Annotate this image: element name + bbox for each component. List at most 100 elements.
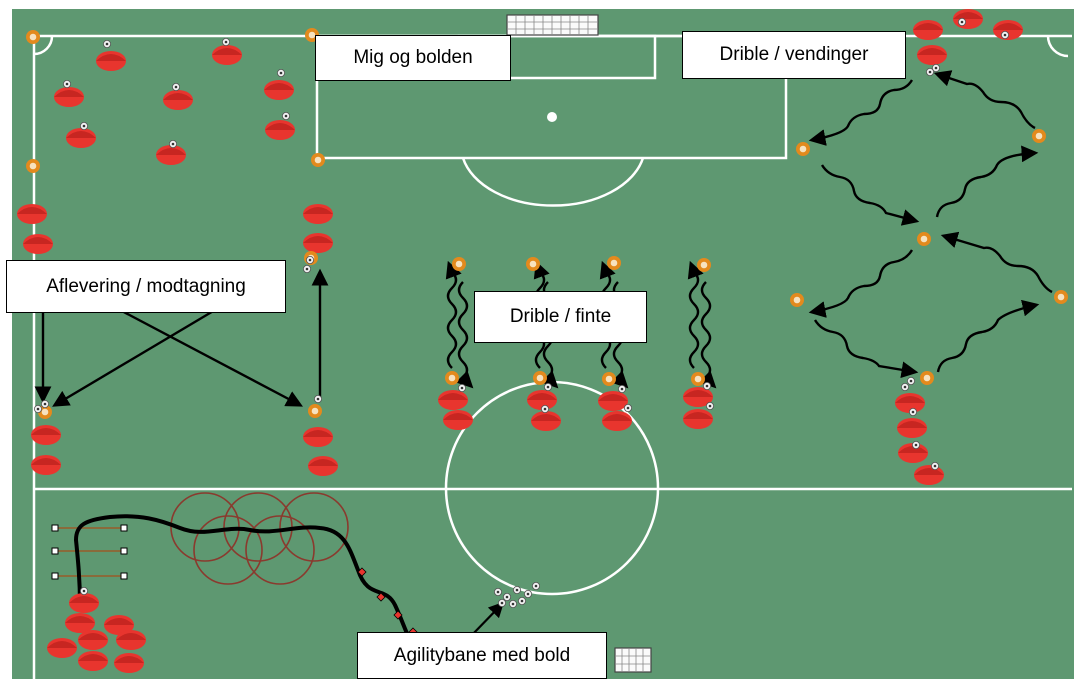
player-icon (443, 410, 473, 430)
player-icon (531, 411, 561, 431)
ball-icon (276, 68, 286, 78)
cone-icon (691, 372, 705, 386)
cone-icon (26, 159, 40, 173)
player-icon (156, 145, 186, 165)
label-drible-finte: Drible / finte (474, 291, 647, 343)
player-icon (438, 390, 468, 410)
ball-icon (512, 585, 522, 595)
ball-icon (33, 404, 43, 414)
cone-icon (311, 153, 325, 167)
ball-icon (221, 37, 231, 47)
ball-icon (900, 382, 910, 392)
cone-icon (533, 371, 547, 385)
label-mig-og-bolden: Mig og bolden (315, 35, 511, 81)
ball-icon (102, 39, 112, 49)
player-icon (78, 630, 108, 650)
ball-icon (79, 121, 89, 131)
label-aflevering-modtagning: Aflevering / modtagning (6, 260, 286, 313)
hurdle-icon (56, 527, 123, 577)
player-icon (212, 45, 242, 65)
ball-icon (531, 581, 541, 591)
ball-icon (305, 255, 315, 265)
player-icon (602, 411, 632, 431)
ball-icon (911, 440, 921, 450)
player-icon (65, 613, 95, 633)
player-icon (66, 128, 96, 148)
ball-icon (62, 79, 72, 89)
ball-icon (281, 111, 291, 121)
player-icon (308, 456, 338, 476)
passing-arrows (34, 265, 329, 407)
ball-icon (617, 384, 627, 394)
cone-icon (1054, 290, 1068, 304)
player-icon (303, 233, 333, 253)
cone-icon (452, 257, 466, 271)
player-icon (114, 653, 144, 673)
player-icon (264, 80, 294, 100)
turning-arrows (808, 70, 1053, 379)
goal-icon (506, 14, 599, 36)
player-icon (23, 234, 53, 254)
cone-icon (602, 372, 616, 386)
player-icon (914, 465, 944, 485)
ball-icon (543, 382, 553, 392)
player-icon (17, 204, 47, 224)
ball-icon (502, 592, 512, 602)
player-icon (96, 51, 126, 71)
ball-icon (1000, 30, 1010, 40)
ball-icon (908, 407, 918, 417)
label-drible-vendinger: Drible / vendinger (682, 31, 906, 79)
ball-icon (302, 264, 312, 274)
cone-icon (790, 293, 804, 307)
cone-icon (920, 371, 934, 385)
player-icon (953, 9, 983, 29)
player-icon (116, 630, 146, 650)
ball-icon (508, 599, 518, 609)
ball-icon (40, 399, 50, 409)
ball-icon (931, 63, 941, 73)
ball-icon (957, 17, 967, 27)
cone-icon (526, 257, 540, 271)
player-icon (598, 391, 628, 411)
cone-icon (796, 142, 810, 156)
cone-icon (697, 258, 711, 272)
ball-icon (623, 403, 633, 413)
ball-icon (540, 404, 550, 414)
cone-icon (26, 30, 40, 44)
ball-icon (906, 376, 916, 386)
ball-icon (457, 383, 467, 393)
ball-icon (493, 587, 503, 597)
ball-icon (523, 589, 533, 599)
player-icon (163, 90, 193, 110)
player-icon (303, 427, 333, 447)
label-agilitybane: Agilitybane med bold (357, 632, 607, 679)
player-icon (54, 87, 84, 107)
cone-icon (607, 256, 621, 270)
player-icon (265, 120, 295, 140)
cone-icon (445, 371, 459, 385)
ball-icon (702, 381, 712, 391)
player-icon (31, 455, 61, 475)
player-icon (69, 593, 99, 613)
player-icon (303, 204, 333, 224)
cone-icon (308, 404, 322, 418)
player-icon (917, 45, 947, 65)
player-icon (31, 425, 61, 445)
player-icon (47, 638, 77, 658)
arrow (469, 601, 505, 638)
penalty-spot (547, 112, 557, 122)
ball-icon (168, 139, 178, 149)
ball-icon (79, 586, 89, 596)
cone-icon (1032, 129, 1046, 143)
goal-icon (614, 647, 652, 673)
player-icon (78, 651, 108, 671)
ball-icon (497, 598, 507, 608)
ball-icon (705, 401, 715, 411)
ball-icon (171, 82, 181, 92)
player-icon (683, 409, 713, 429)
ball-icon (930, 461, 940, 471)
player-icon (913, 20, 943, 40)
ball-icon (517, 596, 527, 606)
